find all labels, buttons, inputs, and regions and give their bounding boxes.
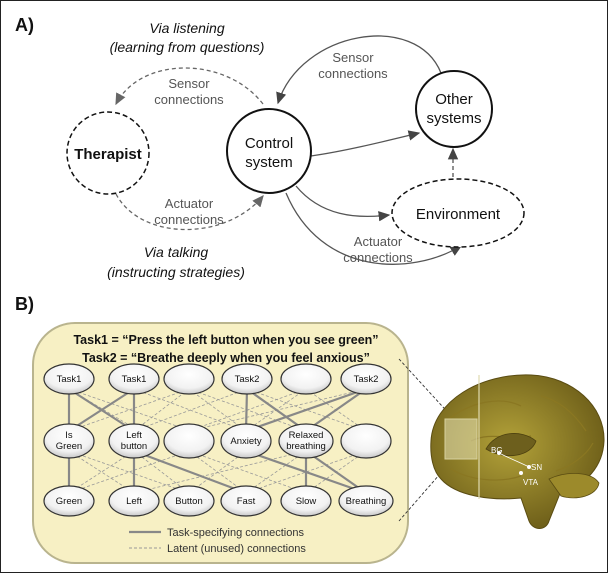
zoom-line-bottom (398, 458, 454, 522)
task-connections (67, 387, 367, 495)
top-node-2 (108, 363, 160, 395)
top-node-1-label: Task1 (57, 374, 82, 385)
top-node-1 (43, 363, 95, 395)
edge-label-sensor-left-1: Sensor (168, 76, 210, 91)
edge-label-actuator-right-1: Actuator (354, 234, 403, 249)
edge-sensor-right (276, 35, 442, 105)
edge-actuator-left (115, 193, 264, 231)
node-therapist-label: Therapist (74, 146, 142, 163)
brain-label-bg: BG (491, 446, 503, 455)
top-node-5 (280, 363, 332, 395)
brain-label-sn: SN (531, 463, 542, 472)
bottom-node-2-label: Left (126, 496, 142, 507)
top-node-6 (340, 363, 392, 395)
mid-node-1 (43, 423, 95, 459)
bottom-row: Green Left Button Fast Slow Breathing (43, 485, 394, 517)
edge-actuator-right (285, 192, 463, 265)
mid-node-2 (108, 423, 160, 459)
top-node-4-label: Task2 (235, 374, 260, 385)
caption-listening-2: (learning from questions) (110, 39, 265, 55)
bottom-node-4-label: Fast (237, 496, 256, 507)
node-control-system (226, 108, 312, 194)
bottom-node-4 (220, 485, 272, 517)
node-environment (391, 178, 525, 248)
mid-node-4 (220, 423, 272, 459)
top-node-3 (163, 363, 215, 395)
edge-sensor-left (115, 67, 264, 106)
top-row: Task1 Task1 Task2 Task2 (43, 363, 392, 395)
brain-image: BG SN VTA (430, 374, 605, 529)
legend-solid-label: Task-specifying connections (167, 527, 304, 539)
caption-listening-1: Via listening (149, 20, 224, 36)
node-control-label-1: Control (245, 135, 293, 152)
edge-label-actuator-left-2: connections (154, 212, 224, 227)
node-other-label-1: Other (435, 91, 473, 108)
caption-talking-1: Via talking (144, 244, 209, 260)
task2-text: Task2 = “Breathe deeply when you feel an… (82, 351, 370, 365)
edge-label-sensor-left-2: connections (154, 92, 224, 107)
bottom-node-3-label: Button (175, 496, 202, 507)
bottom-node-6-label: Breathing (346, 496, 387, 507)
caption-talking-2: (instructing strategies) (107, 264, 245, 280)
edge-control-to-other (310, 130, 421, 157)
bottom-node-6 (338, 485, 394, 517)
bottom-node-5-label: Slow (296, 496, 317, 507)
brain-label-vta: VTA (523, 478, 539, 487)
mid-node-2-label-2: button (121, 441, 147, 452)
top-node-6-label: Task2 (354, 374, 379, 385)
node-other-systems (415, 70, 493, 148)
panel-a-label: A) (15, 15, 34, 35)
mid-node-5-label-2: breathing (286, 441, 326, 452)
mid-node-3 (163, 423, 215, 459)
edge-label-sensor-right-1: Sensor (332, 50, 374, 65)
bottom-node-3 (163, 485, 215, 517)
bottom-node-2 (108, 485, 160, 517)
node-control-label-2: system (245, 154, 293, 171)
node-environment-label: Environment (416, 206, 501, 223)
mid-node-5-label-1: Relaxed (289, 430, 324, 441)
edge-label-actuator-right-2: connections (343, 250, 413, 265)
mid-node-4-label: Anxiety (230, 436, 261, 447)
mid-node-5 (278, 423, 334, 459)
task1-text: Task1 = “Press the left button when you … (73, 333, 378, 347)
mid-node-2-label-1: Left (126, 430, 142, 441)
top-node-2-label: Task1 (122, 374, 147, 385)
legend-dashed-label: Latent (unused) connections (167, 543, 306, 555)
brain-highlight (444, 418, 478, 460)
bottom-node-1-label: Green (56, 496, 82, 507)
middle-row: Is Green Left button Anxiety Relaxed bre… (43, 423, 392, 459)
edge-label-actuator-left-1: Actuator (165, 196, 214, 211)
mid-node-1-label-1: Is (65, 430, 73, 441)
mid-node-1-label-2: Green (56, 441, 82, 452)
top-node-4 (221, 363, 273, 395)
node-therapist (66, 111, 150, 195)
panel-b-label: B) (15, 294, 34, 314)
mid-node-6 (340, 423, 392, 459)
node-other-label-2: systems (426, 110, 481, 127)
edge-control-to-environment (295, 185, 391, 222)
bottom-node-1 (43, 485, 95, 517)
edge-label-sensor-right-2: connections (318, 66, 388, 81)
bottom-node-5 (280, 485, 332, 517)
